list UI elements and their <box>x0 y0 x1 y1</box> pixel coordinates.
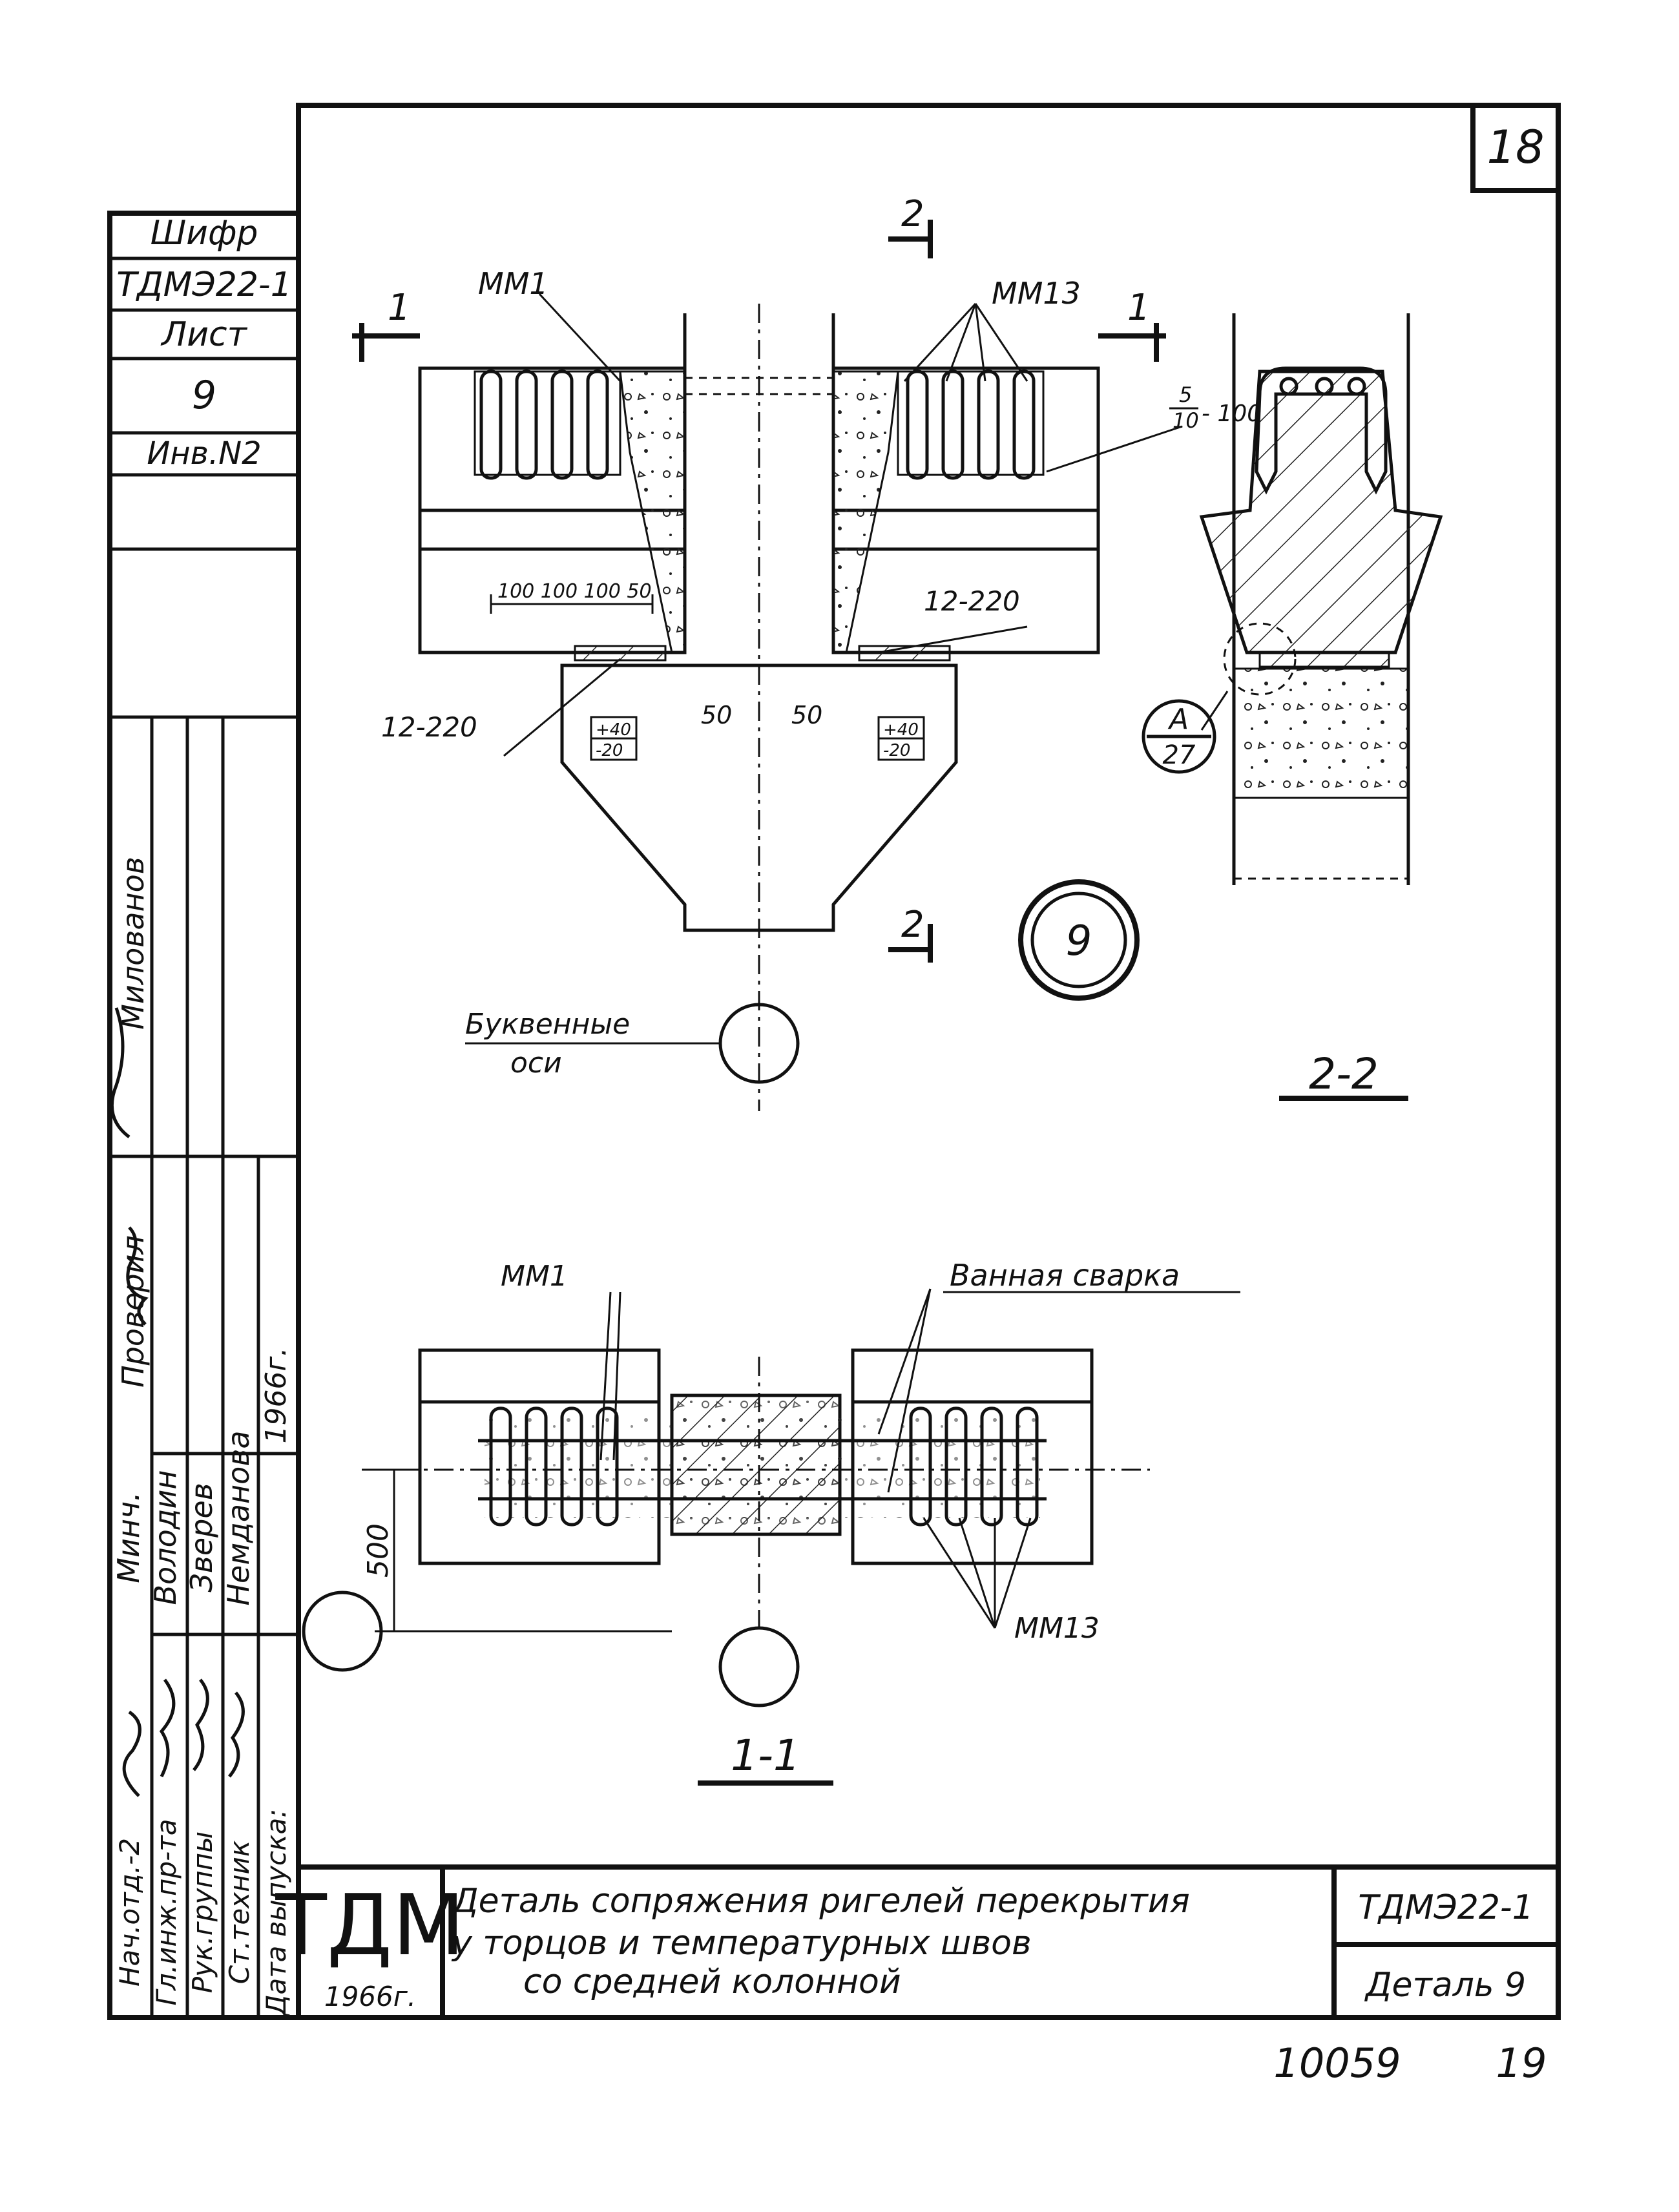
signature-year: 1966г. <box>260 1347 293 1443</box>
axes-note-line2: оси <box>510 1047 562 1080</box>
list-value: 9 <box>192 373 216 418</box>
section-mm1: ММ1 <box>501 1260 568 1293</box>
section-mm13: ММ13 <box>1014 1612 1100 1645</box>
axis-bubble-bottom <box>718 1626 800 1707</box>
title-code: ТДМЭ22-1 <box>1358 1888 1534 1927</box>
dim-50-left: 50 <box>701 701 732 729</box>
signature-2 <box>126 1226 149 1326</box>
label-mm1-top: ММ1 <box>478 266 548 301</box>
title-logo: ТДМ <box>275 1876 464 1974</box>
role-2: Рук.группы <box>187 1831 218 1994</box>
callout-a: А <box>1167 703 1189 736</box>
vertical-name-1: Милованов <box>116 857 151 1030</box>
shifr-value: ТДМЭ22-1 <box>116 266 292 304</box>
title-year: 1966г. <box>324 1981 416 2012</box>
tol-left-bottom: -20 <box>596 741 623 760</box>
shifr-label: Шифр <box>151 214 258 253</box>
detail-number-circle <box>1018 879 1140 1001</box>
plate-left-label: 12-220 <box>381 711 477 743</box>
role-3: Ст.техник <box>224 1840 255 1984</box>
inv-label: Инв.N2 <box>147 435 261 472</box>
signature-1 <box>110 1007 130 1138</box>
inventory-number: 10059 <box>1273 2040 1401 2087</box>
section-1-1-title: 1-1 <box>731 1731 800 1780</box>
spacing-label: 100 100 100 50 <box>497 580 652 603</box>
title-line-2: у торцов и температурных швов <box>451 1924 1032 1963</box>
detail-number: 9 <box>1066 917 1092 965</box>
sheet-index: 19 <box>1496 2040 1547 2087</box>
section-2-2-title: 2-2 <box>1309 1049 1379 1099</box>
tol-right-bottom: -20 <box>883 741 910 760</box>
side-panel <box>107 211 301 2020</box>
dim-50-right: 50 <box>791 701 822 729</box>
name-2: Зверев <box>184 1483 219 1592</box>
callout-27: 27 <box>1163 740 1196 770</box>
rebar-den: 10 <box>1173 408 1199 433</box>
plan-view <box>352 220 1183 1111</box>
section-1-1 <box>302 1288 1150 1786</box>
list-label: Лист <box>160 315 247 354</box>
rebar-num: 5 <box>1179 382 1192 407</box>
page-number-box <box>1470 103 1561 193</box>
callout-a-27 <box>1142 699 1216 774</box>
name-3: Немданова <box>221 1430 256 1605</box>
title-line-1: Деталь сопряжения ригелей перекрытия <box>451 1882 1190 1921</box>
title-detail: Деталь 9 <box>1364 1966 1526 2005</box>
weld-note: Ванная сварка <box>950 1258 1180 1293</box>
role-1: Гл.инж.пр-та <box>151 1819 182 2005</box>
label-mm13-top: ММ13 <box>992 276 1081 311</box>
dim-500: 500 <box>362 1523 395 1578</box>
cut-1-right: 1 <box>1127 287 1151 329</box>
cut-1-left: 1 <box>388 287 411 329</box>
cut-2-top: 2 <box>901 193 924 235</box>
cut-2-bottom: 2 <box>901 904 924 946</box>
tol-right-top: +40 <box>883 720 919 740</box>
axis-bubble-left <box>302 1591 383 1672</box>
axes-note-line1: Буквенные <box>465 1008 630 1041</box>
name-1: Володин <box>148 1470 183 1605</box>
tol-left-top: +40 <box>596 720 631 740</box>
vertical-date: Дата выпуска: <box>260 1809 292 2018</box>
page-number: 18 <box>1486 121 1544 174</box>
plate-right-label: 12-220 <box>924 585 1020 617</box>
rebar-step: - 100 <box>1202 401 1262 427</box>
name-0: Минч. <box>111 1492 146 1583</box>
role-0: Нач.отд.-2 <box>114 1838 145 1987</box>
title-line-3: со средней колонной <box>523 1963 901 2001</box>
section-2-2 <box>1142 313 1443 1101</box>
